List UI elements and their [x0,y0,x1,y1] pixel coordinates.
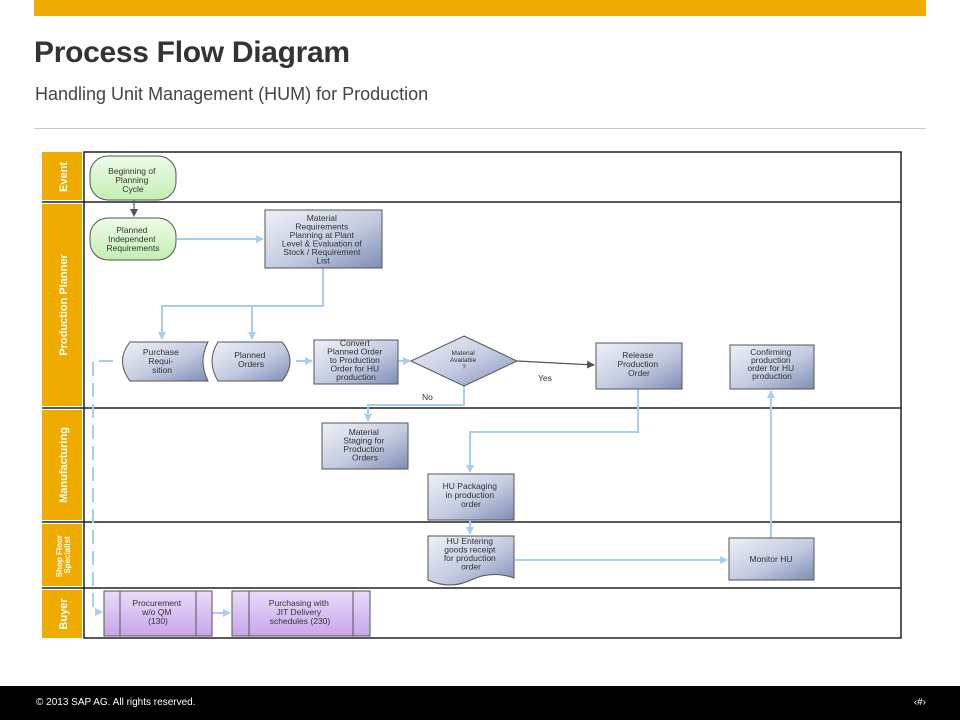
svg-text:Material Available: Material Available ? [450,350,478,371]
node-purchasing-jit-delivery: Purchasing with JIT Delivery schedules (… [231,590,371,637]
node-material-staging: Material Staging for Production Orders [321,422,409,470]
lane-label-shop-floor: Shop Floor Specialist [55,533,72,577]
svg-text:Convert Planned Order: Convert Planned Order to Production Orde… [327,338,385,382]
node-release-production-order: Release Production Order [595,342,683,390]
node-confirming-production-order: Confirming production order for HU produ… [729,344,815,390]
svg-text:Monitor HU: Monitor HU [750,554,793,564]
footer-bar [0,686,960,720]
node-material-requirements-planning: Material Requirements Planning at Plant … [264,209,383,269]
connectors [92,200,775,617]
lane-label-production-planner: Production Planner [58,254,70,356]
svg-text:Material Staging for: Material Staging for Production Orders [343,427,387,463]
node-hu-packaging: HU Packaging in production order [427,473,515,521]
lane-label-buyer: Buyer [58,598,70,630]
edge-decision-yes-to-release [516,360,595,369]
svg-text:HU Packaging in producti: HU Packaging in production order [443,481,500,509]
node-procurement-without-qm: Procurement w/o QM (130) [103,590,213,637]
edge-label-no: No [422,392,433,402]
page-title: Process Flow Diagram [34,36,350,69]
node-planned-independent-requirements: Planned Independent Requirements [89,217,177,261]
edge-release-to-hu-packaging [466,389,639,473]
node-purchase-requisition: Purchase Requi- sition [122,341,209,382]
page-subtitle: Handling Unit Management (HUM) for Produ… [35,84,429,104]
edge-mrp-to-purchase-req [158,268,324,340]
svg-text:Release Production: Release Production Order [617,350,660,378]
svg-text:HU Entering goods receip: HU Entering goods receipt for production… [444,536,498,572]
svg-text:Procurement w/o QM: Procurement w/o QM (130) [132,598,183,626]
edge-decision-no-to-staging [364,386,465,422]
svg-text:Beginning of Planning: Beginning of Planning Cycle [108,166,158,194]
node-material-available-decision: Material Available ? [409,335,519,387]
top-accent-bar [34,0,926,16]
edge-dashed-purchase-req-to-buyer [92,360,113,616]
svg-text:Planned Orders: Planned Orders [234,350,268,369]
node-convert-planned-order: Convert Planned Order to Production Orde… [313,338,399,385]
svg-text:Purchasing with JIT Deli: Purchasing with JIT Delivery schedules (… [269,598,331,626]
footer-copyright: © 2013 SAP AG. All rights reserved. [36,697,196,708]
node-monitor-hu: Monitor HU [728,537,815,581]
header-divider [34,128,926,129]
lane-label-event: Event [58,162,70,192]
svg-text:Purchase Requi- si: Purchase Requi- sition [143,347,181,375]
node-beginning-of-planning-cycle: Beginning of Planning Cycle [89,155,177,201]
svg-text:Material Requirements: Material Requirements Planning at Plant … [282,213,364,266]
node-hu-entering-goods-receipt: HU Entering goods receipt for production… [427,535,515,586]
footer-page-number: ‹#› [913,697,926,708]
edge-label-yes: Yes [538,373,552,383]
svg-text:Planned Independent: Planned Independent Requirements [107,225,160,253]
svg-text:Confirming production: Confirming production order for HU produ… [747,347,796,381]
node-planned-orders: Planned Orders [211,341,291,382]
lane-label-manufacturing: Manufacturing [58,427,70,503]
